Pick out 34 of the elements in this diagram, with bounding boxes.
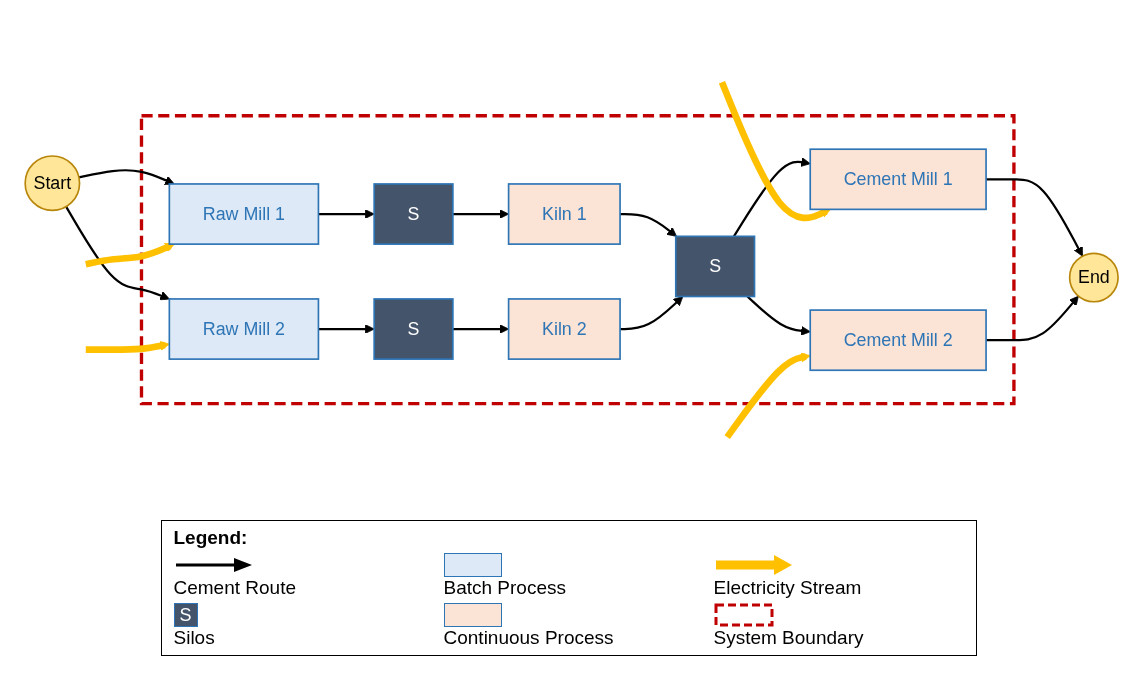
arrow xyxy=(85,243,175,268)
node-box: Cement Mill 1 xyxy=(809,148,987,211)
legend-label: System Boundary xyxy=(713,627,864,649)
node-box: Kiln 1 xyxy=(507,183,621,246)
legend-label: Electricity Stream xyxy=(713,577,862,599)
cluster xyxy=(139,114,1016,406)
arrow xyxy=(318,324,375,335)
arrow xyxy=(718,81,831,222)
node-box: Cement Mill 2 xyxy=(809,309,987,372)
arrow xyxy=(732,157,811,238)
node-circle: End xyxy=(1068,252,1119,303)
arrow xyxy=(724,352,811,440)
arrow xyxy=(986,178,1083,257)
arrow xyxy=(85,341,170,354)
legend-label: Cement Route xyxy=(173,577,296,599)
node-box: Kiln 2 xyxy=(507,298,621,361)
arrow xyxy=(986,296,1079,342)
legend-title: Legend: xyxy=(173,527,249,549)
node-box: S xyxy=(373,298,454,361)
arrow xyxy=(620,213,677,238)
arrow xyxy=(746,295,811,336)
silo-legend-swatch: S xyxy=(173,603,198,627)
arrow xyxy=(620,296,684,331)
legend-label: Silos xyxy=(173,627,215,649)
arrow xyxy=(318,209,375,220)
arrow xyxy=(78,169,175,186)
node-box: S xyxy=(373,183,454,246)
node-box: Raw Mill 2 xyxy=(168,298,320,361)
node-circle: Start xyxy=(24,155,81,212)
legend-label: Batch Process xyxy=(443,577,566,599)
legend-label: Continuous Process xyxy=(443,627,614,649)
node-box: S xyxy=(674,235,756,298)
arrow xyxy=(65,206,170,301)
node-box: Raw Mill 1 xyxy=(168,183,320,246)
